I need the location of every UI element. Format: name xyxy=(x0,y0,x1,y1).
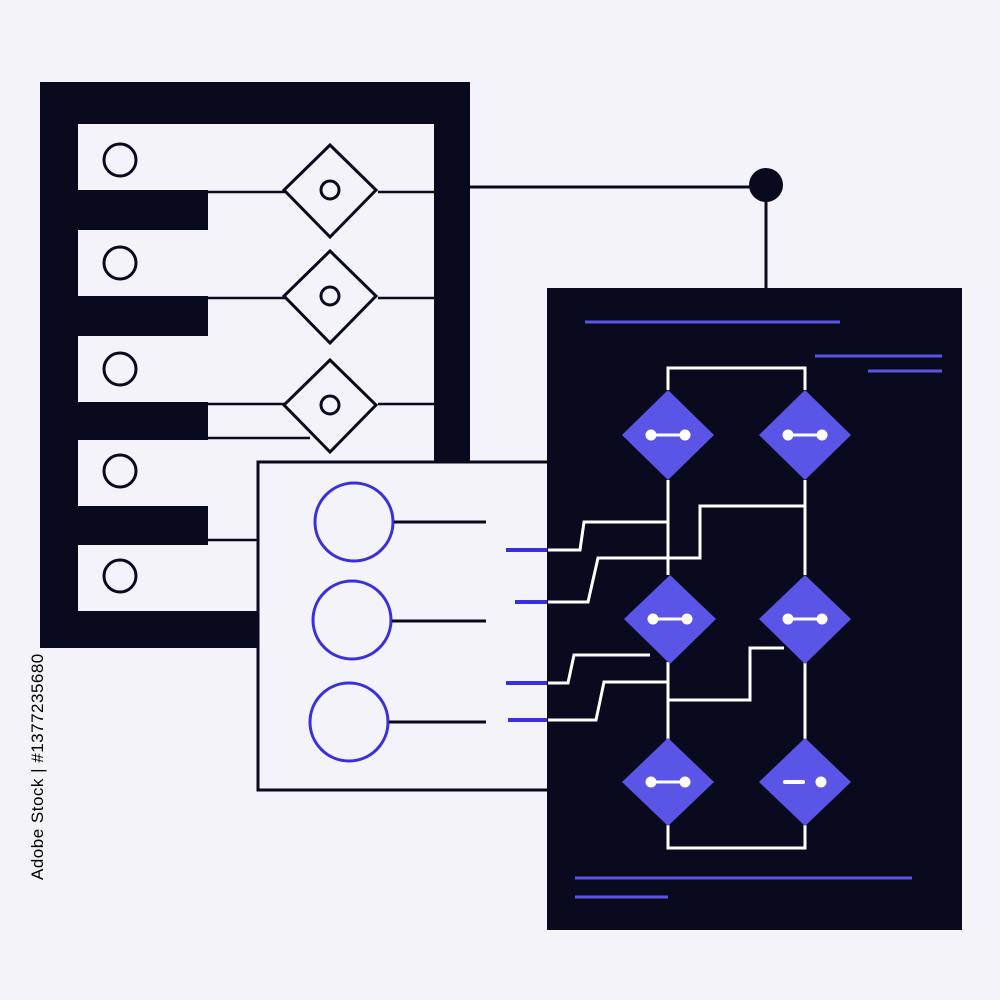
diamond-switch-icon xyxy=(281,248,379,346)
board-wire xyxy=(666,366,807,390)
circle-port-icon xyxy=(102,351,138,387)
input-card-frame xyxy=(256,460,556,792)
ring-input-icon xyxy=(308,681,390,763)
ring-input-icon xyxy=(311,579,393,661)
diamond-switch-icon xyxy=(281,357,379,455)
circle-port-icon xyxy=(102,245,138,281)
diamond-chip-icon xyxy=(624,575,716,664)
rack-row-3 xyxy=(78,336,434,402)
board-frame xyxy=(547,288,962,930)
diamond-chip-icon xyxy=(759,390,851,480)
rack-row-1 xyxy=(78,124,434,190)
rack-row-2 xyxy=(78,230,434,296)
ring-input-icon xyxy=(313,481,395,563)
board-wire xyxy=(548,520,668,552)
junction-dot-icon xyxy=(749,168,783,202)
diamond-chip-icon xyxy=(622,390,714,480)
processor-board xyxy=(547,288,962,930)
circle-port-icon xyxy=(102,142,138,178)
circle-port-icon xyxy=(102,558,138,594)
board-wire xyxy=(548,504,805,604)
diamond-chip-icon xyxy=(622,738,714,826)
stock-id-text: Adobe Stock | #1377235680 xyxy=(28,653,47,880)
board-wire xyxy=(668,646,784,702)
board-wire xyxy=(666,825,807,850)
board-wire xyxy=(548,653,650,685)
diamond-chip-icon xyxy=(759,575,851,664)
diamond-chip-icon xyxy=(759,738,851,826)
circle-port-icon xyxy=(102,453,138,489)
board-wire xyxy=(548,680,668,722)
diamond-switch-icon xyxy=(281,142,379,240)
input-card xyxy=(256,460,556,792)
top-connector xyxy=(470,168,783,290)
